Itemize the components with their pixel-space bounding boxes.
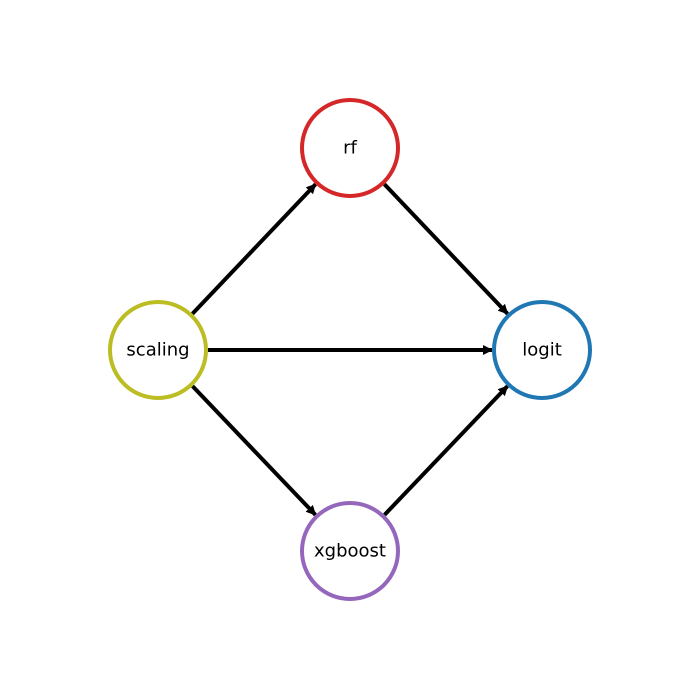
edge-xgboost-to-logit	[383, 384, 509, 517]
edge-scaling-to-xgboost	[191, 384, 317, 517]
edges-layer	[190, 182, 510, 517]
node-label-xgboost: xgboost	[314, 541, 386, 562]
edge-scaling-to-rf	[190, 182, 318, 316]
edge-rf-to-logit	[382, 182, 510, 316]
node-scaling: scaling	[108, 300, 208, 400]
node-circle-xgboost	[300, 501, 400, 601]
node-circle-logit	[492, 300, 592, 400]
node-xgboost: xgboost	[300, 501, 400, 601]
nodes-layer: scaling rf logit xgboost	[108, 98, 592, 601]
node-label-logit: logit	[522, 340, 562, 361]
node-rf: rf	[300, 98, 400, 198]
node-circle-scaling	[108, 300, 208, 400]
node-label-rf: rf	[343, 138, 357, 159]
node-logit: logit	[492, 300, 592, 400]
node-circle-rf	[300, 98, 400, 198]
node-label-scaling: scaling	[126, 340, 189, 361]
